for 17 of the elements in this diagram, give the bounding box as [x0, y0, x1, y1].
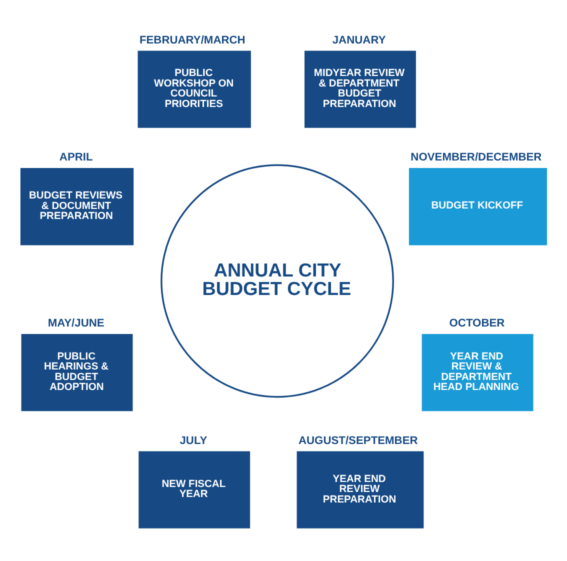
node-box: PUBLIC HEARINGS & BUDGET ADOPTION [21, 333, 133, 411]
node-label: APRIL [59, 151, 93, 164]
node-label: AUGUST/SEPTEMBER [298, 434, 418, 446]
node-label: NOVEMBER/DECEMBER [410, 151, 542, 164]
node-box: YEAR END REVIEW & DEPARTMENT HEAD PLANNING [422, 333, 534, 411]
node-box: MIDYEAR REVIEW & DEPARTMENT BUDGET PREPARATION [304, 50, 416, 128]
node-box: YEAR END REVIEW PREPARATION [296, 450, 424, 528]
node-box: NEW FISCAL YEAR [138, 450, 250, 528]
node-box: BUDGET KICKOFF [408, 168, 547, 245]
node-box: BUDGET REVIEWS & DOCUMENT PREPARATION [20, 168, 134, 245]
node-circle: ANNUAL CITY BUDGET CYCLE [160, 164, 394, 398]
node-label: JANUARY [332, 34, 386, 46]
node-label: OCTOBER [449, 317, 505, 330]
node-box: PUBLIC WORKSHOP ON COUNCIL PRIORITIES [138, 50, 251, 128]
node-label: FEBRUARY/MARCH [139, 34, 246, 46]
node-label: MAY/JUNE [48, 317, 104, 330]
node-label: JULY [180, 434, 208, 446]
